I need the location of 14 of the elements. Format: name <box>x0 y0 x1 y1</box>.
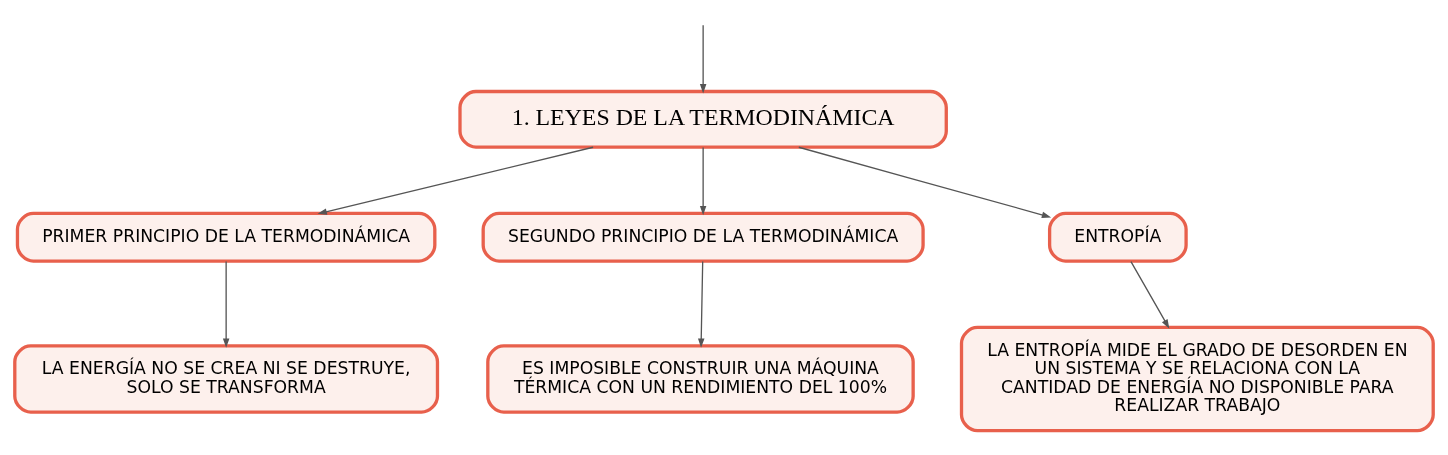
node-box: PRIMER PRINCIPIO DE LA TERMODINÁMICA <box>15 211 437 263</box>
node-box: ES IMPOSIBLE CONSTRUIR UNA MÁQUINA TÉRMICA CON UN RENDIMIENTO DEL 100% <box>486 344 915 414</box>
arrow <box>697 260 705 348</box>
arrow <box>798 146 1052 218</box>
arrow <box>317 146 594 215</box>
node-box: SEGUNDO PRINCIPIO DE LA TERMODINÁMICA <box>481 211 925 263</box>
node-box: ENTROPÍA <box>1047 211 1188 263</box>
arrow <box>222 260 230 348</box>
node-box: LA ENTROPÍA MIDE EL GRADO DE DESORDEN EN UN SISTEMA Y SE RELACIONA CON LA CANTIDAD DE ENERGÍA NO DISPONIBLE PARA REALIZAR TRABAJO <box>959 325 1435 433</box>
arrow <box>699 24 707 94</box>
node-box: 1. LEYES DE LA TERMODINÁMICA <box>458 89 948 149</box>
node-box: LA ENERGÍA NO SE CREA NI SE DESTRUYE, SOLO SE TRANSFORMA <box>13 344 440 414</box>
arrow <box>699 146 707 216</box>
arrow <box>1130 260 1170 329</box>
